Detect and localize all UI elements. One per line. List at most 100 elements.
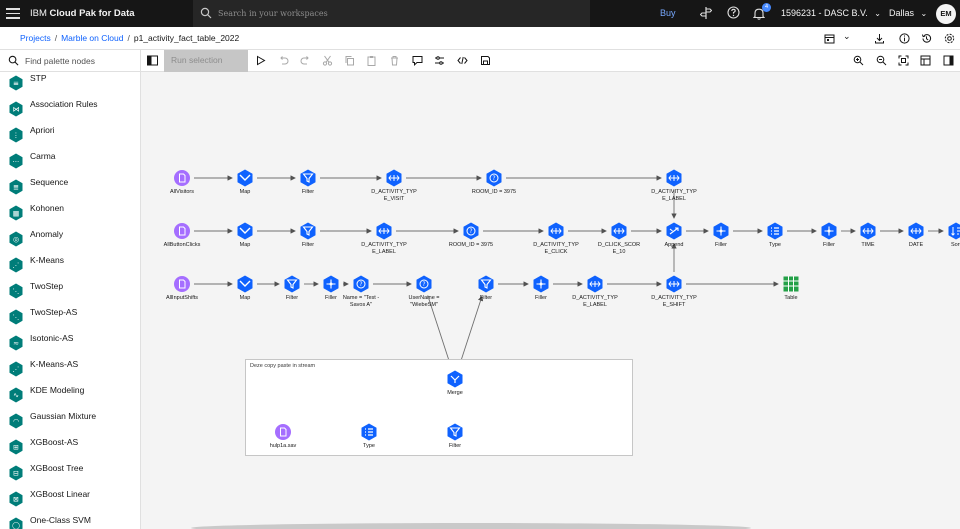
workspace-search-input[interactable]	[218, 6, 568, 21]
filter-node[interactable]	[284, 275, 300, 293]
delete-icon[interactable]	[389, 55, 400, 66]
palette-node-item[interactable]: ⋈Association Rules	[0, 97, 140, 123]
notification-bell-icon[interactable]	[753, 7, 765, 20]
merge-node[interactable]	[587, 275, 603, 293]
buy-link[interactable]: Buy	[660, 8, 676, 18]
hamburger-menu-icon[interactable]	[6, 8, 20, 19]
toggle-palette-icon[interactable]	[147, 55, 158, 66]
map-node[interactable]	[237, 169, 253, 187]
palette-node-item[interactable]: ⋯Carma	[0, 149, 140, 175]
palette-node-item[interactable]: ⋰K-Means	[0, 253, 140, 279]
zoom-out-icon[interactable]	[876, 55, 887, 66]
merge-node[interactable]	[376, 222, 392, 240]
palette-search[interactable]	[0, 50, 141, 72]
palette-node-item[interactable]: ⊠XGBoost Linear	[0, 487, 140, 513]
workspace-search[interactable]	[193, 0, 590, 27]
svg-text:?: ?	[359, 281, 362, 288]
palette-node-item[interactable]: ≡STP	[0, 72, 140, 97]
palette-node-item[interactable]: ⊞XGBoost-AS	[0, 435, 140, 461]
source-node[interactable]	[174, 275, 190, 293]
derive-node[interactable]	[323, 275, 339, 293]
query-node[interactable]: ?	[486, 169, 502, 187]
save-icon[interactable]	[480, 55, 491, 66]
palette-node-item[interactable]: ◠Gaussian Mixture	[0, 409, 140, 435]
merge-node[interactable]	[666, 275, 682, 293]
palette-node-item[interactable]: ⋮Apriori	[0, 123, 140, 149]
derive-node[interactable]	[713, 222, 729, 240]
type-node[interactable]	[361, 423, 377, 441]
help-icon[interactable]	[727, 6, 740, 19]
query-node[interactable]: ?	[353, 275, 369, 293]
grid-view-icon[interactable]	[920, 55, 931, 66]
svg-text:∿: ∿	[13, 392, 19, 400]
query-node[interactable]: ?	[416, 275, 432, 293]
filter-node[interactable]	[478, 275, 494, 293]
type-node[interactable]	[767, 222, 783, 240]
paste-icon[interactable]	[366, 55, 377, 66]
user-avatar[interactable]: EM	[936, 4, 956, 24]
palette-node-item[interactable]: ◎Anomaly	[0, 227, 140, 253]
palette-node-item[interactable]: ∿KDE Modeling	[0, 383, 140, 409]
filter-node[interactable]	[447, 423, 463, 441]
palette-node-item[interactable]: ▦Kohonen	[0, 201, 140, 227]
palette-search-input[interactable]	[25, 54, 137, 68]
comment-icon[interactable]	[412, 55, 423, 66]
region-switcher[interactable]: Dallas ⌄	[889, 8, 927, 18]
code-icon[interactable]	[457, 55, 468, 66]
merge-node[interactable]	[666, 169, 682, 187]
download-icon[interactable]	[874, 33, 885, 44]
product-brand[interactable]: IBM Cloud Pak for Data	[30, 8, 135, 19]
query-node[interactable]: ?	[463, 222, 479, 240]
settings-icon[interactable]	[944, 33, 955, 44]
account-switcher[interactable]: 1596231 - DASC B.V. ⌄	[781, 8, 881, 18]
merge-node[interactable]	[908, 222, 924, 240]
run-selection-button[interactable]: Run selection	[164, 50, 248, 72]
filter-node[interactable]	[300, 169, 316, 187]
palette-node-item[interactable]: ⊟XGBoost Tree	[0, 461, 140, 487]
flow-properties-icon[interactable]	[434, 55, 445, 66]
calendar-icon[interactable]	[824, 33, 835, 44]
redo-icon[interactable]	[300, 55, 311, 66]
breadcrumb-project[interactable]: Marble on Cloud	[61, 33, 124, 43]
merge-node[interactable]	[860, 222, 876, 240]
zoom-in-icon[interactable]	[853, 55, 864, 66]
map-node[interactable]	[237, 275, 253, 293]
derive-node[interactable]	[821, 222, 837, 240]
cut-icon[interactable]	[322, 55, 333, 66]
source-node[interactable]	[275, 423, 291, 441]
signpost-icon[interactable]	[700, 6, 712, 20]
node-label: AllInputShifts	[165, 295, 199, 301]
type-icon	[767, 222, 783, 240]
undo-icon[interactable]	[278, 55, 289, 66]
palette-node-item[interactable]: ⋱TwoStep-AS	[0, 305, 140, 331]
chevron-down-icon[interactable]: ⌄	[843, 31, 851, 41]
merge-node[interactable]	[548, 222, 564, 240]
palette-node-item[interactable]: ≈Isotonic-AS	[0, 331, 140, 357]
source-node[interactable]	[174, 169, 190, 187]
table-node[interactable]	[783, 275, 799, 293]
fit-to-screen-icon[interactable]	[898, 55, 909, 66]
source-node[interactable]	[174, 222, 190, 240]
sort-node[interactable]	[948, 222, 960, 240]
breadcrumb-projects[interactable]: Projects	[20, 33, 51, 43]
derive-node[interactable]	[533, 275, 549, 293]
merge-node[interactable]	[611, 222, 627, 240]
merge-node[interactable]	[386, 169, 402, 187]
map-node[interactable]	[237, 222, 253, 240]
palette-node-item[interactable]: ⋱TwoStep	[0, 279, 140, 305]
comment-box[interactable]: Deze copy paste in stream	[245, 359, 633, 456]
info-icon[interactable]	[899, 33, 910, 44]
run-icon[interactable]	[255, 55, 266, 66]
flow-link[interactable]	[427, 295, 453, 368]
palette-node-item[interactable]: ◯One-Class SVM	[0, 513, 140, 529]
flow-link[interactable]	[458, 295, 484, 368]
history-icon[interactable]	[921, 33, 932, 44]
merge-node[interactable]	[447, 370, 463, 388]
side-panel-icon[interactable]	[943, 55, 954, 66]
filter-node[interactable]	[300, 222, 316, 240]
palette-node-item[interactable]: ≣Sequence	[0, 175, 140, 201]
append-node[interactable]	[666, 222, 682, 240]
copy-icon[interactable]	[344, 55, 355, 66]
palette-node-item[interactable]: ⋰K-Means-AS	[0, 357, 140, 383]
